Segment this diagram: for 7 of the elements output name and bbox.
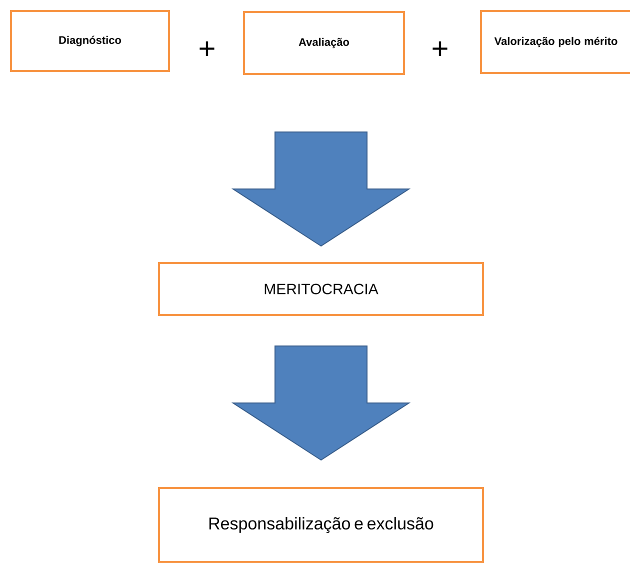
text-box: Responsabilização e exclusão xyxy=(158,487,484,563)
plus-sign: + xyxy=(200,41,214,56)
text-box: Avaliação xyxy=(243,11,405,75)
plus-sign: + xyxy=(432,41,448,56)
text-box: Valorização pelo mérito xyxy=(480,10,630,74)
text-box: MERITOCRACIA xyxy=(158,262,484,316)
text-box: Diagnóstico xyxy=(10,10,170,72)
